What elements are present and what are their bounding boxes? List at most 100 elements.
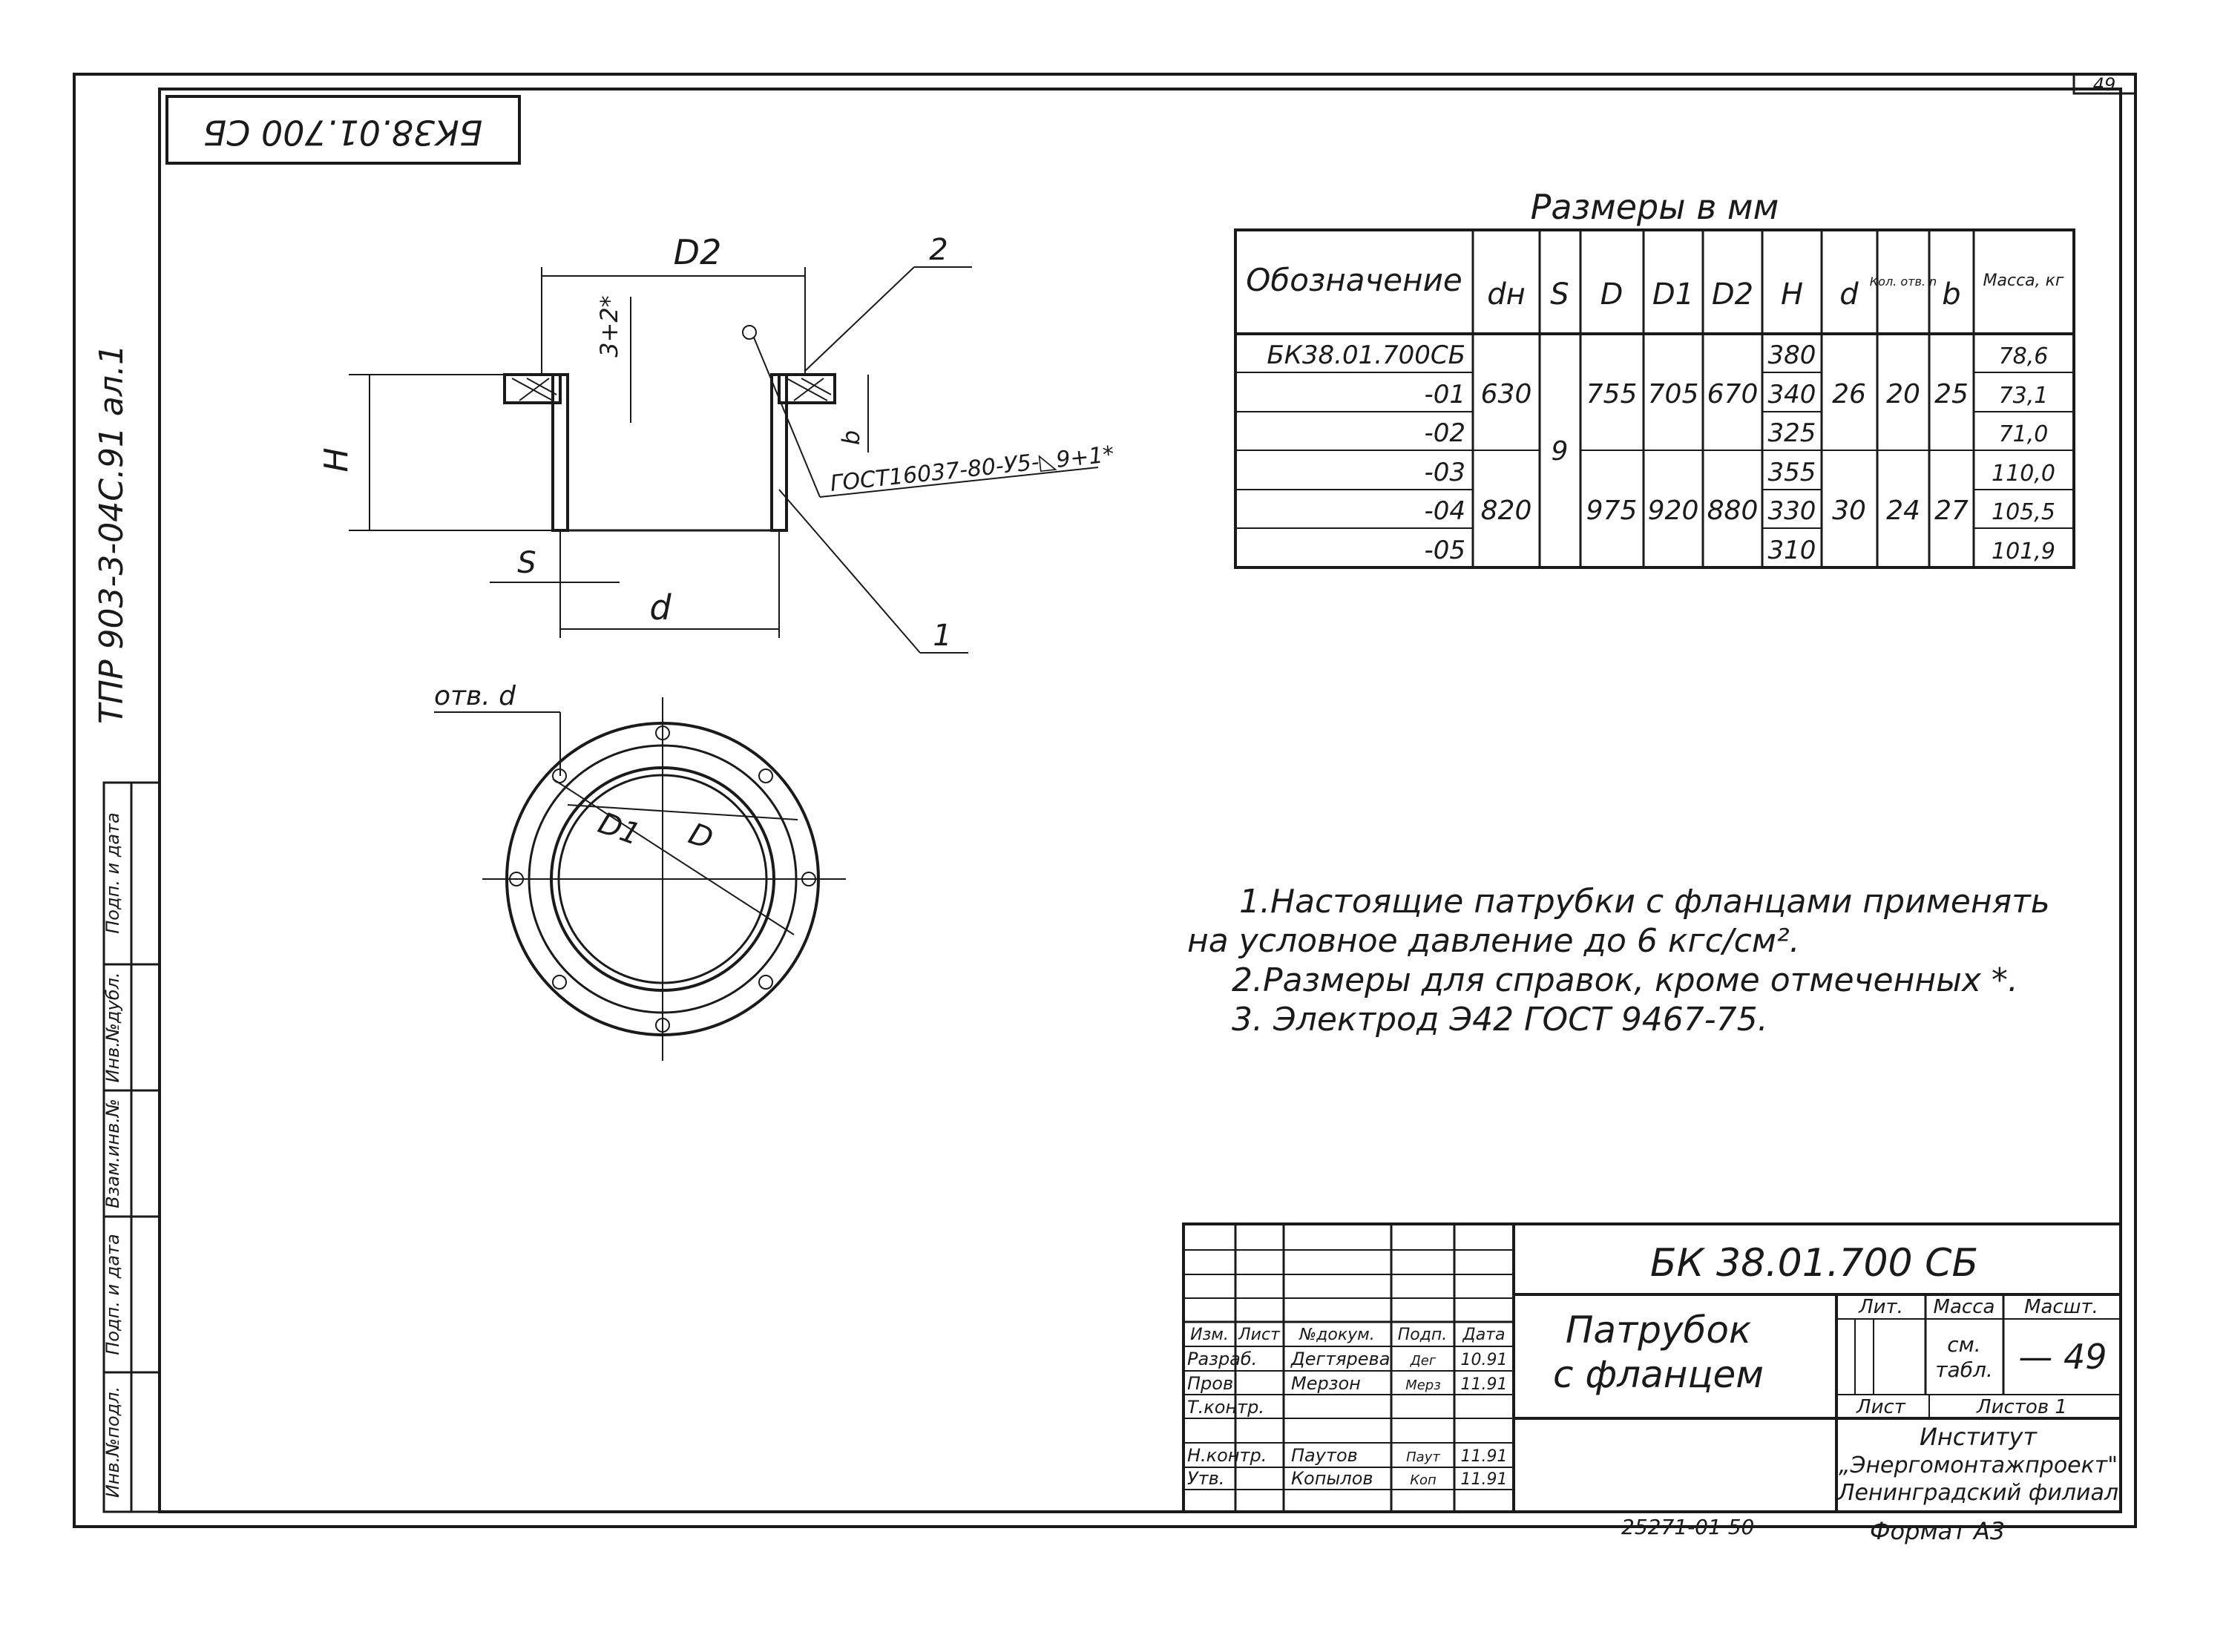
tb-name-1: Мерзон [1291,1373,1361,1394]
tb-org-line1: Институт [1920,1423,2038,1451]
row-designation-4: -04 [1424,496,1465,526]
g1-n: 20 [1886,379,1920,409]
g1-D: 755 [1586,379,1638,409]
row-designation-0: БК38.01.700СБ [1267,340,1465,370]
g1-d: 26 [1832,379,1866,409]
g1-b: 25 [1934,379,1969,409]
th-D: D [1600,277,1623,312]
label-D: D [684,817,718,857]
label-s: S [517,546,536,580]
flange-right [778,373,836,404]
tb-scale-label: Масшт. [2024,1296,2098,1318]
rotated-designation: БК38.01.700 СБ [203,113,483,153]
tb-mass-value-1: см. [1947,1332,1980,1357]
tb-sheet-label: Лист [1856,1396,1906,1418]
cell-mass-0: 78,6 [1999,343,2049,369]
note-line-4: 3. Электрод Э42 ГОСТ 9467-75. [1232,1001,1768,1039]
tb-name-3: Паутов [1291,1445,1358,1466]
section-view: D2 H 3+2* b S d 2 ГОСТ16037-80-У5-◺9+1* … [318,232,1115,654]
weld-marker [742,325,757,340]
callout-2: 2 [929,233,948,267]
flange-left [503,373,562,404]
tb-col-date: Дата [1462,1326,1506,1344]
stamp-label-4: Инв.№дубл. [102,973,123,1083]
tb-name-0: Дегтярева [1290,1349,1390,1369]
g1-D1: 705 [1648,379,1699,409]
g2-d: 30 [1832,496,1866,526]
th-D1: D1 [1652,277,1694,312]
g2-n: 24 [1886,496,1920,526]
g1-dn: 630 [1481,379,1532,409]
footer-format: Формат А3 [1870,1517,2005,1545]
outer-frame [73,73,2137,1528]
g2-b: 27 [1934,496,1969,526]
th-H: H [1781,277,1803,312]
tb-org-line3: Ленинградский филиал [1837,1480,2118,1506]
tb-name-line2: с фланцем [1553,1353,1764,1396]
stamp-label-3: Взам.инв.№ [102,1099,123,1208]
tb-sheets-label: Листов 1 [1976,1396,2067,1418]
tb-designation: БК 38.01.700 СБ [1650,1241,1978,1286]
g1-D2: 670 [1707,379,1759,409]
inner-frame [158,88,2122,1513]
tb-role-3: Н.контр. [1187,1445,1267,1466]
cell-h-5: 310 [1768,536,1816,565]
notes: 1.Настоящие патрубки с фланцами применят… [1187,883,2050,1039]
tb-col-doc: №докум. [1298,1326,1374,1344]
tb-col-list: Лист [1238,1326,1281,1344]
cell-h-4: 330 [1768,496,1816,526]
row-designation-2: -02 [1424,418,1465,448]
title-block: БК 38.01.700 СБ Патрубок с фланцем Изм. … [1182,1222,2122,1513]
tb-sign-4: Коп [1410,1472,1437,1488]
cell-h-0: 380 [1768,340,1816,370]
cell-mass-2: 71,0 [1999,421,2049,447]
tb-mass-value-2: табл. [1935,1358,1993,1382]
th-D2: D2 [1712,277,1753,312]
row-designation-5: -05 [1424,536,1465,565]
tb-scale-value: — 49 [2018,1337,2107,1377]
cell-s: 9 [1552,436,1569,467]
label-h: H [318,447,355,472]
project-code: ТПР 903-3-04С.91 ал.1 [93,344,131,724]
th-s: S [1550,277,1569,312]
tb-sign-0: Дег [1410,1353,1437,1369]
tb-sign-3: Паут [1406,1449,1440,1465]
tb-role-0: Разраб. [1187,1349,1257,1369]
tb-role-1: Пров. [1187,1373,1239,1394]
callout-1: 1 [933,619,951,653]
tb-role-2: Т.контр. [1187,1397,1264,1418]
holes-label: отв. d [434,681,516,711]
label-d1: D1 [594,806,645,852]
weld-note: ГОСТ16037-80-У5-◺9+1* [829,441,1115,497]
tb-org-line2: „Энергомонтажпроект" [1839,1452,2118,1478]
footer-code: 25271-01 50 [1621,1515,1754,1539]
g2-D1: 920 [1648,496,1699,526]
tb-mass-label: Масса [1934,1296,1995,1318]
note-line-2: на условное давление до 6 кгс/см². [1187,922,1800,960]
cell-h-3: 355 [1768,458,1816,487]
stamp-label-5: Подп. и дата [102,812,123,934]
th-d: d [1839,277,1859,312]
tb-role-4: Утв. [1187,1468,1224,1489]
row-designation-3: -03 [1424,458,1465,487]
plan-view: отв. d D1 D [434,681,846,1061]
tb-lit-label: Лит. [1858,1296,1903,1318]
cell-mass-1: 73,1 [1999,383,2049,409]
side-stamp: Инв.№подл. Подп. и дата Взам.инв.№ Инв.№… [102,781,161,1513]
cell-h-2: 325 [1768,418,1816,448]
stamp-label-1: Инв.№подл. [102,1386,123,1498]
tb-date-0: 10.91 [1461,1351,1508,1369]
th-b: b [1942,277,1960,312]
page-number-box [2072,73,2137,95]
stamp-label-2: Подп. и дата [102,1234,123,1355]
g2-dn: 820 [1481,496,1532,526]
th-n: Кол. отв. n [1870,274,1937,289]
cell-mass-4: 105,5 [1992,499,2055,525]
cell-mass-5: 101,9 [1992,539,2055,565]
cell-h-1: 340 [1768,380,1816,409]
th-designation: Обозначение [1246,262,1462,298]
label-b: b [837,430,865,445]
note-line-3: 2.Размеры для справок, кроме отмеченных … [1232,961,2018,999]
designation-box [165,95,521,165]
